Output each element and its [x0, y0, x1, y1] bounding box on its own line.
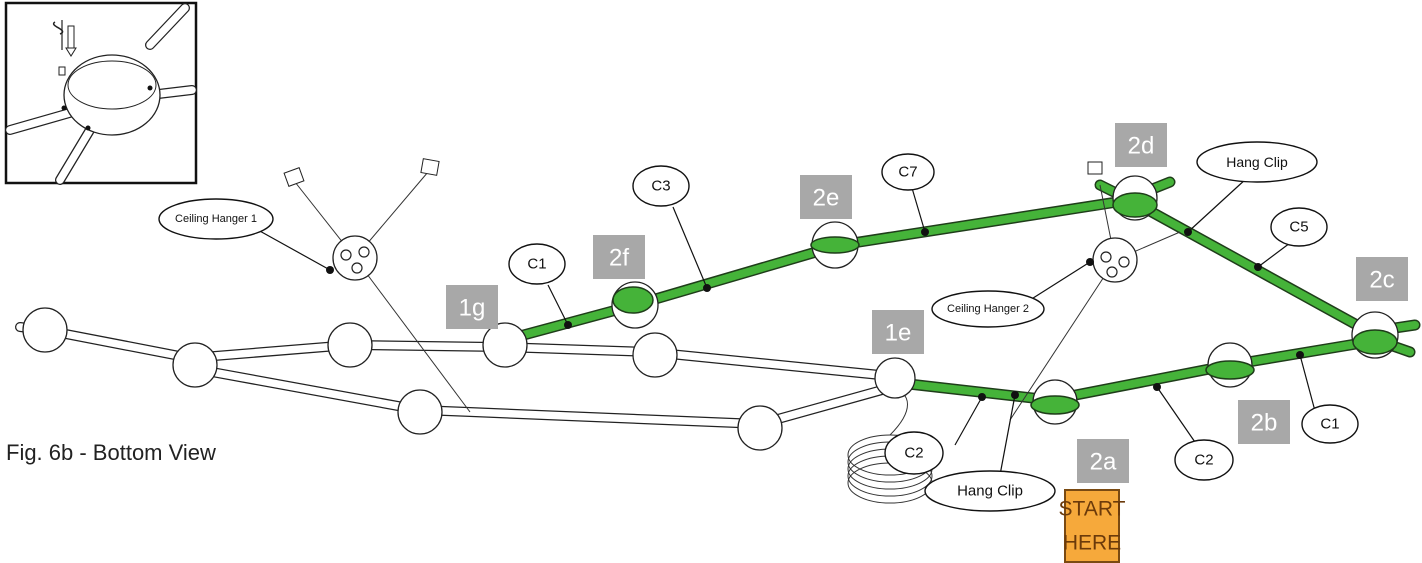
- step-label-2c: 2c: [1356, 257, 1408, 301]
- svg-text:1e: 1e: [885, 320, 912, 347]
- oval-label-c3: C3: [632, 165, 690, 207]
- step-label-1e: 1e: [872, 310, 924, 354]
- svg-text:C3: C3: [651, 178, 670, 195]
- step-label-2a: 2a: [1077, 439, 1129, 483]
- oval-label-c2-coil: C2: [884, 431, 944, 475]
- start-here-line2: HERE: [1063, 532, 1121, 555]
- svg-text:C7: C7: [898, 164, 917, 181]
- ceiling-hanger-plates: [332, 235, 1138, 283]
- svg-text:Ceiling Hanger 1: Ceiling Hanger 1: [175, 213, 257, 225]
- svg-text:2c: 2c: [1369, 267, 1394, 294]
- step-label-2d: 2d: [1115, 123, 1167, 167]
- oval-label-hang-clip-bottom: Hang Clip: [924, 470, 1056, 512]
- svg-text:C2: C2: [904, 445, 923, 462]
- oval-label-ceiling-hanger-2: Ceiling Hanger 2: [931, 290, 1045, 328]
- svg-text:C1: C1: [527, 256, 546, 273]
- figure-caption: Fig. 6b - Bottom View: [6, 440, 216, 465]
- svg-text:2e: 2e: [813, 185, 840, 212]
- svg-text:C2: C2: [1194, 452, 1213, 469]
- svg-text:2f: 2f: [609, 245, 629, 272]
- svg-text:Ceiling Hanger 2: Ceiling Hanger 2: [947, 303, 1029, 315]
- svg-text:2a: 2a: [1090, 449, 1117, 476]
- svg-text:Hang Clip: Hang Clip: [957, 483, 1023, 500]
- step-label-2b: 2b: [1238, 400, 1290, 444]
- step-label-2e: 2e: [800, 175, 852, 219]
- hanger-wires: [283, 158, 1181, 421]
- leader-lines: [257, 177, 1316, 476]
- white-hubs: [22, 307, 916, 451]
- svg-text:Hang Clip: Hang Clip: [1226, 154, 1288, 170]
- oval-label-hang-clip-top: Hang Clip: [1196, 141, 1318, 183]
- inset-detail: [4, 1, 198, 185]
- svg-text:C5: C5: [1289, 219, 1308, 236]
- svg-text:2b: 2b: [1251, 410, 1278, 437]
- start-here-line1: START: [1059, 498, 1126, 521]
- green-hubs: [611, 175, 1399, 425]
- oval-label-c1-right: C1: [1301, 404, 1359, 444]
- step-label-2f: 2f: [593, 235, 645, 279]
- oval-label-c5: C5: [1270, 207, 1328, 247]
- oval-label-ceiling-hanger-1: Ceiling Hanger 1: [158, 198, 274, 240]
- svg-text:1g: 1g: [459, 295, 486, 322]
- oval-label-c2-right: C2: [1174, 439, 1234, 481]
- oval-label-c1-left: C1: [508, 243, 566, 285]
- svg-text:2d: 2d: [1128, 133, 1155, 160]
- step-label-1g: 1g: [446, 285, 498, 329]
- start-here-button[interactable]: START HERE: [1059, 489, 1126, 563]
- svg-text:C1: C1: [1320, 416, 1339, 433]
- oval-label-c7: C7: [881, 153, 935, 191]
